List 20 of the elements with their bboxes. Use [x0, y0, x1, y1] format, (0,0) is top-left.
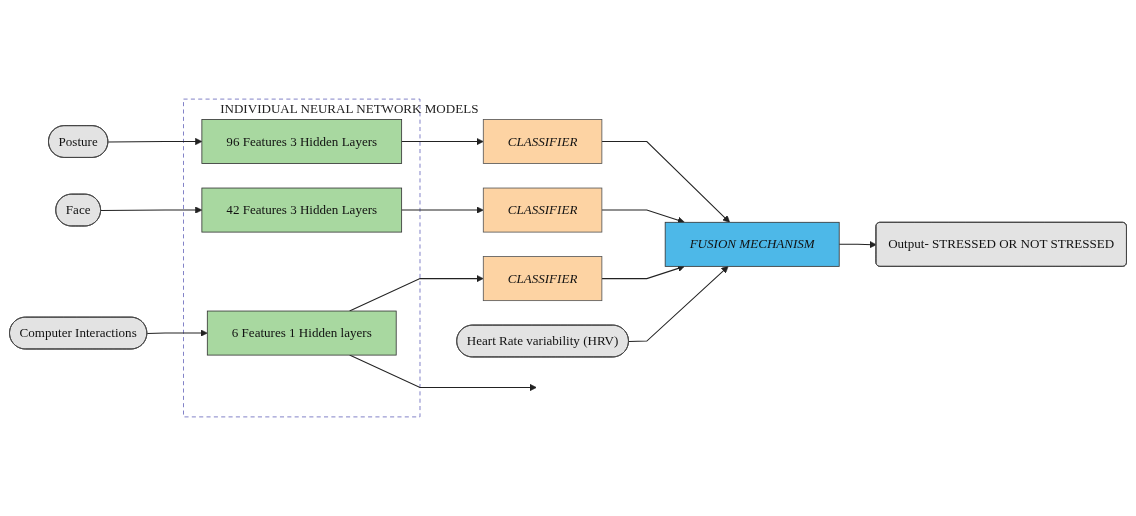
arrow: [100, 206, 203, 214]
node-box: FUSION MECHANISM: [664, 221, 840, 267]
arrow: [401, 137, 484, 146]
arrow: [107, 137, 203, 146]
arrow: [601, 209, 685, 224]
arrow: [349, 275, 484, 312]
arrow: [146, 329, 208, 337]
arrow: [349, 354, 537, 392]
cluster: [183, 98, 421, 418]
arrow: [401, 206, 484, 214]
node-box: CLASSIFIER: [482, 256, 603, 302]
node-box: CLASSIFIER: [482, 187, 603, 233]
arrow: [601, 141, 730, 223]
node-label: INDIVIDUAL NEURAL NETWORK MODELS: [220, 101, 479, 116]
node-box: 42 Features 3 Hidden Layers: [201, 187, 403, 233]
node-box: 6 Features 1 Hidden layers: [206, 310, 397, 356]
arrow: [838, 241, 877, 249]
arrow: [628, 266, 729, 342]
node-box: 96 Features 3 Hidden Layers: [201, 119, 403, 164]
node-box: CLASSIFIER: [482, 119, 603, 164]
